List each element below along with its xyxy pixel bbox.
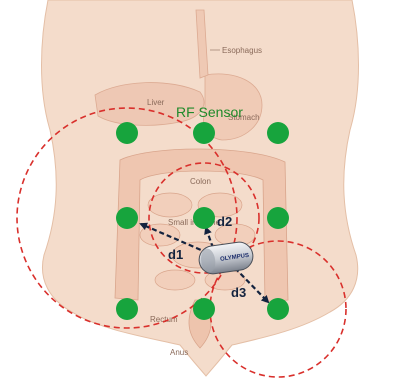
distance-label-d2: d2 [217,214,232,229]
diagram-title: RF Sensor [176,104,243,120]
rf-sensor [116,122,138,144]
label-liver: Liver [147,98,165,107]
rf-sensor [193,207,215,229]
rf-sensor [116,298,138,320]
label-rectum: Rectum [150,315,178,324]
label-anus: Anus [170,348,188,357]
label-esophagus: Esophagus [222,46,262,55]
rf-sensor [267,122,289,144]
label-colon: Colon [190,177,211,186]
rf-sensor [267,298,289,320]
rf-sensor [193,122,215,144]
rf-sensor [267,207,289,229]
torso-illustration: Esophagus Liver Stomach Colon Small inte… [42,0,359,376]
rf-sensor [193,298,215,320]
distance-label-d1: d1 [168,247,183,262]
rf-sensor [116,207,138,229]
distance-label-d3: d3 [231,285,246,300]
